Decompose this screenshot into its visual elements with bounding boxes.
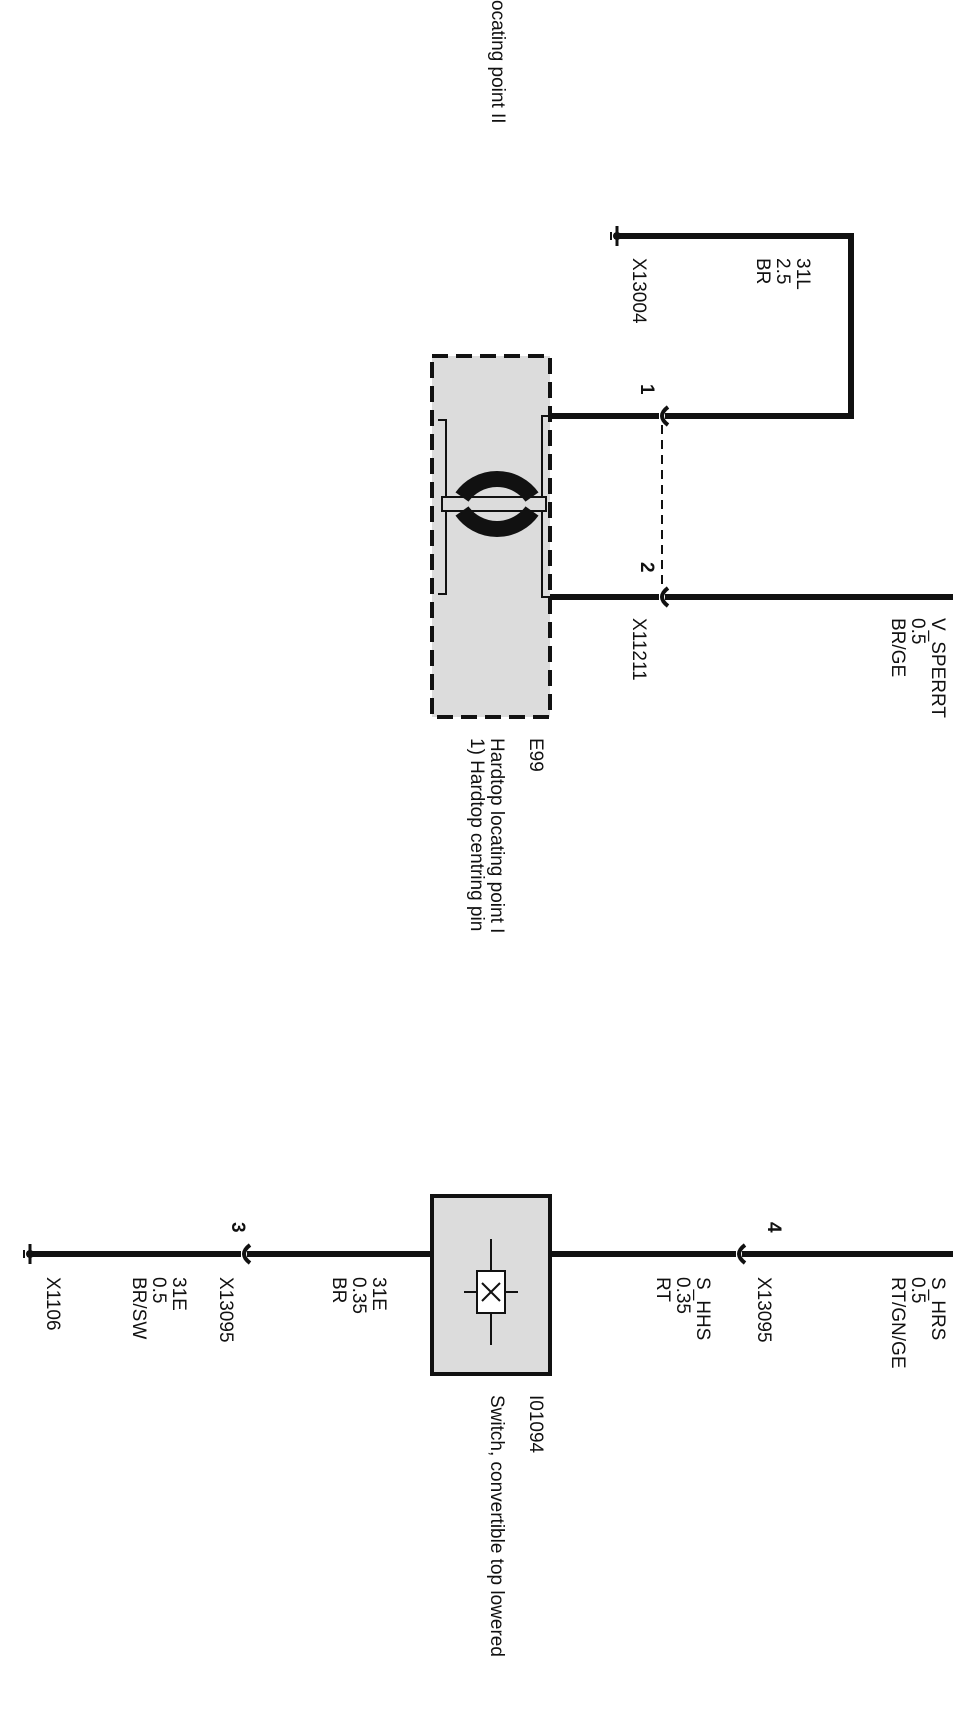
wire-31e-b-gauge: 0.5 xyxy=(148,1277,169,1303)
connector-x11211: X11211 xyxy=(628,618,649,681)
connector-x13004: X13004 xyxy=(628,258,649,324)
switch-wires xyxy=(23,1243,953,1265)
hardtop-locating-point-component xyxy=(430,354,552,719)
component-id-i01094: I01094 xyxy=(525,1395,546,1454)
connector-icon xyxy=(660,586,670,608)
wire-sperr-gauge: 0.5 xyxy=(907,618,928,644)
top-locating-point-label: ocating point II xyxy=(487,0,508,124)
wire-31L-color: BR xyxy=(752,258,773,284)
wire-shhs-color: RT xyxy=(652,1277,673,1302)
component-note-e99: 1) Hardtop centring pin xyxy=(466,738,487,931)
connector-icon xyxy=(737,1243,747,1265)
switch-icon xyxy=(464,1239,518,1345)
wire-31e-a-signal: 31E xyxy=(368,1277,389,1311)
pin-1-label: 1 xyxy=(636,384,657,395)
wire-shrs-gauge: 0.5 xyxy=(907,1277,928,1303)
pin-4-label: 4 xyxy=(763,1222,784,1233)
connector-icon xyxy=(660,405,670,427)
pin-3-label: 3 xyxy=(227,1222,248,1233)
ground-icon xyxy=(23,1244,34,1264)
wire-shrs-signal: S_HRS xyxy=(927,1277,948,1340)
wire-31e-b-signal: 31E xyxy=(168,1277,189,1311)
connector-x13095-bottom: X13095 xyxy=(215,1277,236,1343)
wire-shhs-signal: S_HHS xyxy=(692,1277,713,1340)
pin-2-label: 2 xyxy=(636,562,657,573)
wire-sperr-signal: V_SPERRT xyxy=(927,618,948,718)
wire-31e-b-color: BR/SW xyxy=(128,1277,149,1339)
component-name-e99: Hardtop locating point I xyxy=(486,738,507,933)
wire-shhs-gauge: 0.35 xyxy=(672,1277,693,1314)
wire-31L-gauge: 2.5 xyxy=(772,258,793,284)
centring-pin-icon xyxy=(455,471,539,537)
wire-31e-a-gauge: 0.35 xyxy=(348,1277,369,1314)
connector-x1106: X1106 xyxy=(42,1277,63,1331)
wire-sperr-color: BR/GE xyxy=(887,618,908,677)
wire-31e-a-color: BR xyxy=(328,1277,349,1303)
connector-icon xyxy=(242,1243,252,1265)
wire-shrs-color: RT/GN/GE xyxy=(887,1277,908,1369)
component-name-i01094: Switch, convertible top lowered xyxy=(486,1395,507,1657)
component-id-e99: E99 xyxy=(525,738,546,772)
switch-component xyxy=(430,1194,552,1376)
connector-x13095-top: X13095 xyxy=(753,1277,774,1343)
hardtop-connector-x11211 xyxy=(547,405,953,608)
wire-31L xyxy=(610,226,854,419)
ground-icon xyxy=(610,226,621,246)
wire-31L-signal: 31L xyxy=(792,258,813,290)
